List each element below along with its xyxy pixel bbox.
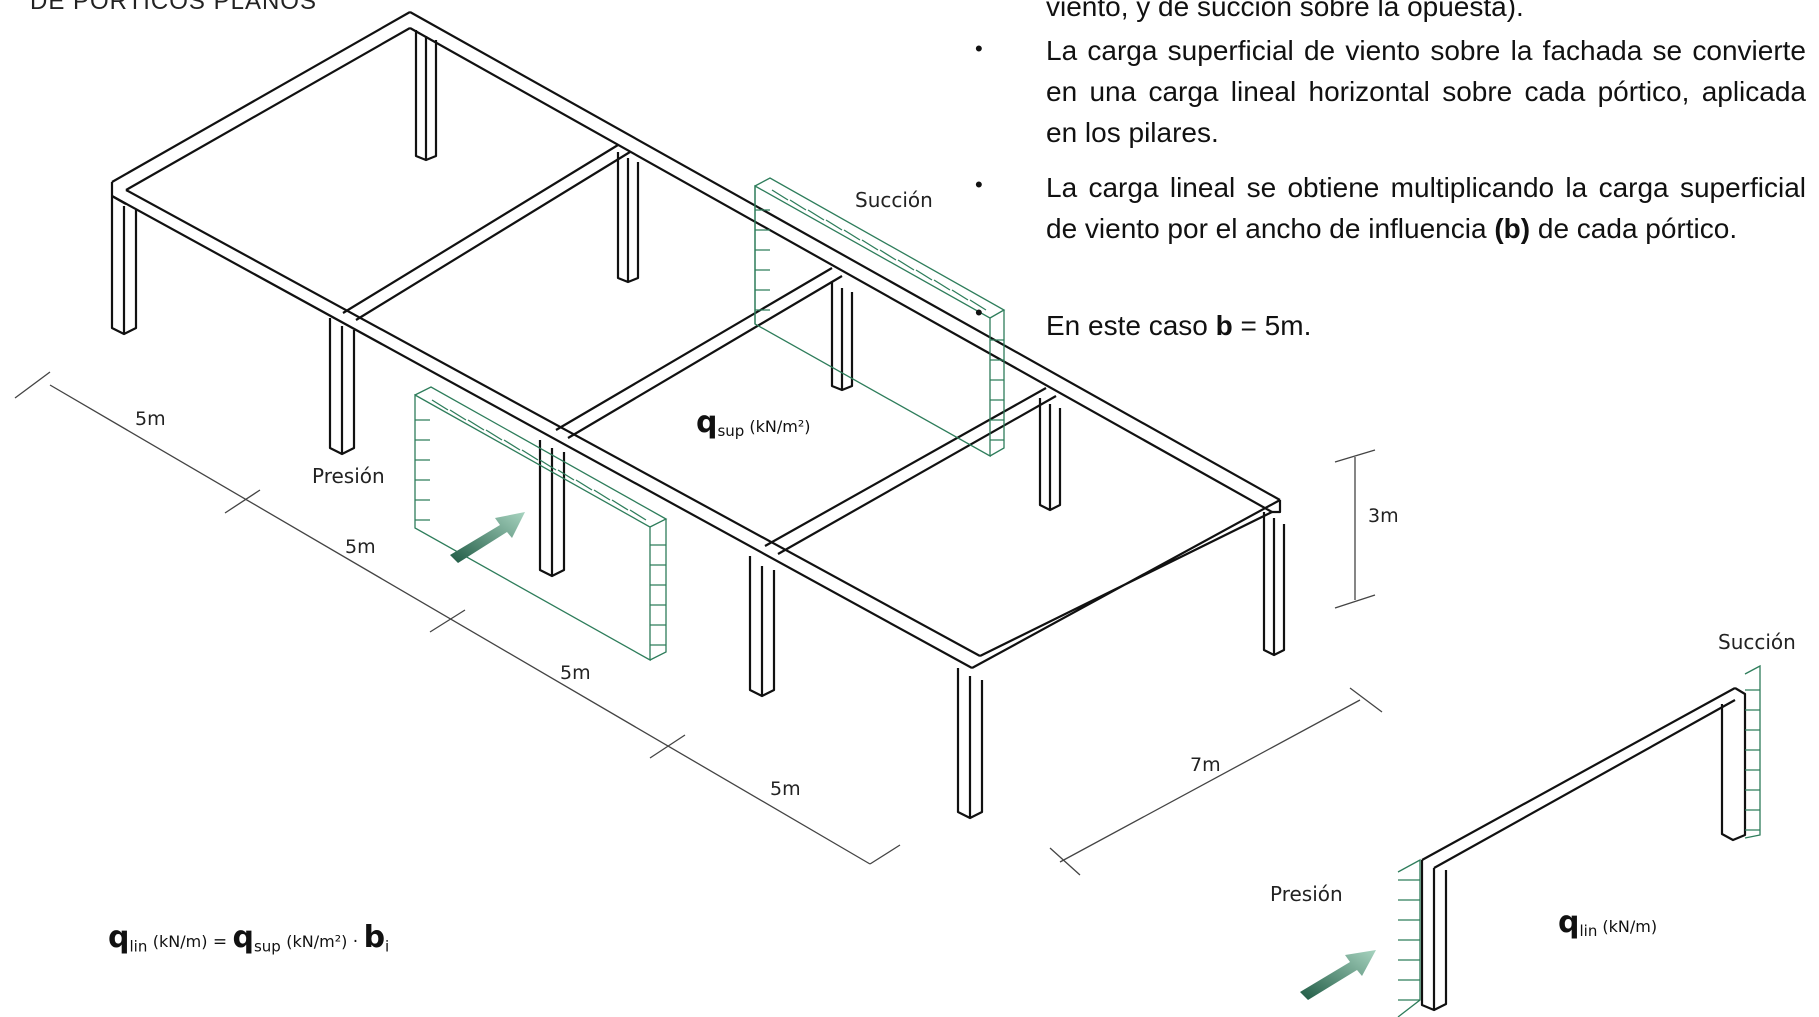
succion-hatch-top xyxy=(771,189,987,311)
portal-frame xyxy=(1420,687,1747,1012)
bullet-4-text: En este caso b = 5m. xyxy=(1046,310,1312,341)
beam-left-end xyxy=(111,11,411,191)
label-presion-main: Presión xyxy=(312,464,385,488)
qlin-label: qlin (kN/m) xyxy=(1558,905,1658,941)
label-succion-main: Succión xyxy=(855,188,933,212)
beam-t1 xyxy=(342,144,631,321)
beam-front xyxy=(111,189,981,669)
dim-line-width xyxy=(1049,687,1383,876)
portal-load-presion xyxy=(1397,858,1421,1017)
dim-label-5m-2: 5m xyxy=(345,536,376,558)
column-8 xyxy=(1038,398,1062,512)
presion-arrows-left xyxy=(415,419,430,521)
formula: qlin (kN/m) = qsup (kN/m²) · bi xyxy=(108,920,390,956)
wind-arrow-icon xyxy=(450,512,525,563)
beam-back xyxy=(409,11,1281,513)
column-9 xyxy=(956,668,984,820)
dim-label-3m: 3m xyxy=(1368,505,1399,527)
column-7 xyxy=(748,556,776,698)
succion-arrows-left xyxy=(755,209,770,311)
column-1 xyxy=(110,196,138,336)
bullet-marker: • xyxy=(975,300,983,325)
dim-line-height xyxy=(1334,449,1376,609)
dim-label-7m: 7m xyxy=(1190,754,1221,776)
bullet-3-text: La carga lineal se obtiene multiplicando… xyxy=(1046,172,1806,244)
dim-line-longitudinal xyxy=(49,384,871,865)
presion-arrows-right xyxy=(650,544,666,646)
column-5 xyxy=(538,440,566,578)
bullet-marker: • xyxy=(975,36,983,61)
frame-structure xyxy=(110,11,1286,820)
bullet-2-text: La carga superficial de viento sobre la … xyxy=(1046,35,1806,148)
beam-t3 xyxy=(764,387,1057,555)
load-box-succion xyxy=(754,177,1006,458)
bullet-line-cut: viento, y de succión sobre la opuesta). xyxy=(1046,0,1524,22)
column-4 xyxy=(616,152,640,284)
load-box-presion xyxy=(414,386,668,662)
qsup-label: qsup (kN/m²) xyxy=(696,405,811,441)
beam-right-end xyxy=(971,499,1281,669)
column-3 xyxy=(328,318,356,456)
dim-label-5m-1: 5m xyxy=(135,408,166,430)
column-10 xyxy=(1262,512,1286,657)
label-succion-portal: Succión xyxy=(1718,630,1796,654)
succion-arrows-right xyxy=(990,339,1004,441)
column-2 xyxy=(414,30,438,162)
presion-hatch-top xyxy=(431,399,647,521)
column-6 xyxy=(830,282,854,392)
beam-t2 xyxy=(555,267,843,439)
label-presion-portal: Presión xyxy=(1270,882,1343,906)
section-heading: DE PÓRTICOS PLANOS xyxy=(30,0,317,15)
portal-load-succion xyxy=(1744,664,1761,839)
portal-wind-arrow-icon xyxy=(1300,950,1376,1000)
dim-label-5m-3: 5m xyxy=(560,662,591,684)
bullet-marker: • xyxy=(975,172,983,197)
dim-label-5m-4: 5m xyxy=(770,778,801,800)
dimension-lines xyxy=(14,371,1383,876)
